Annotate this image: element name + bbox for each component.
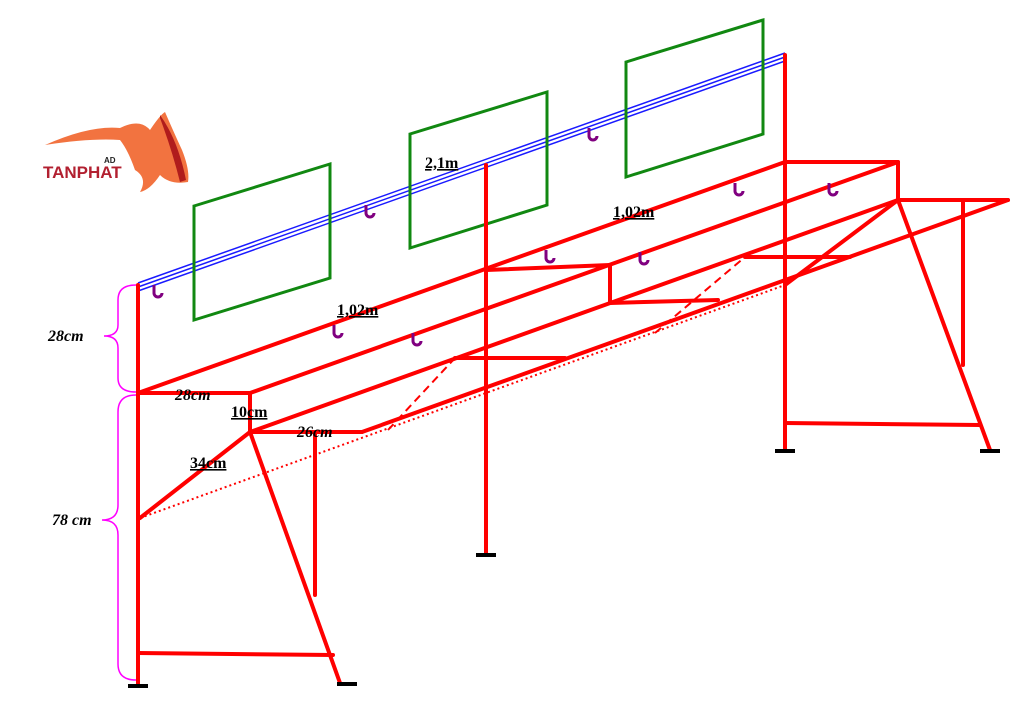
panel-3 [624,17,765,180]
label-step-height: 10cm [231,404,268,421]
red-frame [136,53,1010,687]
display-panels [192,17,765,323]
label-top-height: 28cm [47,328,84,345]
logo-superscript: AD [104,156,116,165]
label-segment-front: 1,02m [337,302,379,319]
feet [128,449,1000,688]
panel-1 [192,161,332,323]
dimension-braces [101,284,137,681]
tanphat-logo: TANPHAT AD [43,112,189,192]
label-total-length: 2,1m [425,155,459,172]
label-brace-length: 34cm [190,455,227,472]
label-segment-back: 1,02m [613,204,655,221]
label-table-height: 78 cm [52,512,92,529]
hidden-lines [139,256,786,519]
top-rail [137,52,786,292]
panel-2 [408,89,549,251]
logo-brand: TANPHAT [43,163,122,182]
label-lower-shelf-depth: 26cm [296,424,333,441]
label-top-shelf-depth: 28cm [174,387,211,404]
hook-icons [152,128,839,347]
